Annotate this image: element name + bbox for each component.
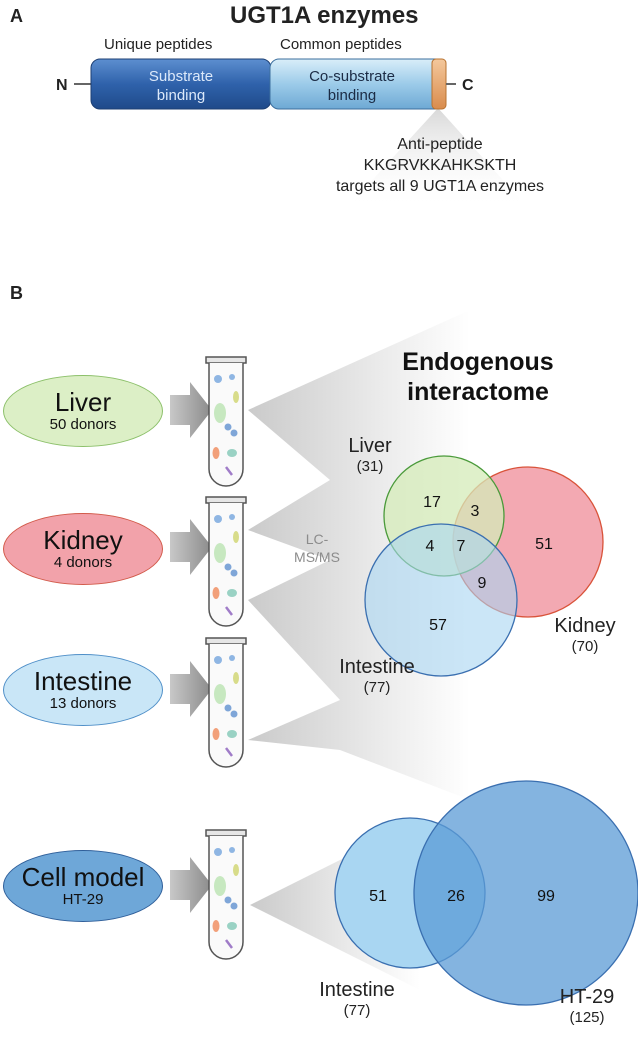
venn-liver-only: 17 — [423, 494, 441, 511]
venn2-intestine-only: 51 — [369, 888, 387, 905]
venn2-overlap: 26 — [447, 888, 465, 905]
venn2-ht29-name: HT-29 — [559, 986, 615, 1008]
arrow-cell-model — [170, 857, 212, 913]
anti-peptide-target: targets all 9 UGT1A enzymes — [335, 178, 545, 195]
substrate-binding-label-2: binding — [157, 87, 205, 104]
venn-intestine-name: Intestine — [339, 656, 415, 678]
ms-beam — [248, 310, 470, 800]
venn-kidney-count: (70) — [571, 638, 599, 655]
venn-intestine-count: (77) — [363, 679, 391, 696]
panel-a-title: UGT1A enzymes — [230, 2, 419, 29]
sample-name-liver: Liver — [54, 387, 112, 417]
sample-detail-cell-model: HT-29 — [62, 891, 104, 908]
sample-oval-cell-model: Cell model HT-29 — [3, 850, 163, 922]
venn2-ht29-label: HT-29 (125) — [542, 986, 632, 1026]
venn2-ht29-count: (125) — [569, 1009, 605, 1026]
interactome-heading-2: interactome — [407, 378, 549, 406]
sample-oval-kidney: Kidney 4 donors — [3, 513, 163, 585]
sample-oval-intestine: Intestine 13 donors — [3, 654, 163, 726]
anti-peptide-note: Anti-peptide KKGRVKKAHKSKTH targets all … — [300, 134, 580, 197]
panel-a-label: A — [10, 6, 23, 26]
tube-cell-model — [205, 829, 247, 960]
interactome-heading-1: Endogenous — [402, 348, 554, 376]
venn-kidney-intestine: 9 — [478, 575, 487, 592]
method-label-2: MS/MS — [294, 549, 340, 565]
sample-name-intestine: Intestine — [33, 666, 133, 696]
cosubstrate-binding-label-1: Co-substrate — [309, 68, 395, 85]
venn-all-three: 7 — [457, 538, 466, 555]
arrow-intestine — [170, 661, 212, 717]
tube-kidney — [205, 496, 247, 627]
venn-liver-count: (31) — [356, 458, 384, 475]
anti-peptide-label: Anti-peptide — [397, 136, 483, 153]
venn-intestine-label: Intestine (77) — [322, 656, 432, 696]
n-terminus-label: N — [56, 77, 68, 94]
venn-intestine-ht29: 51 26 99 — [334, 780, 638, 1006]
tube-intestine — [205, 637, 247, 768]
venn-kidney-name: Kidney — [554, 615, 616, 637]
method-label-1: LC- — [305, 531, 329, 547]
panel-b-label: B — [10, 283, 23, 303]
sample-detail-kidney: 4 donors — [53, 554, 113, 571]
venn-intestine-circle — [364, 523, 518, 677]
venn-three-tissues: 17 3 51 4 7 9 57 — [364, 455, 604, 677]
anti-peptide-sequence: KKGRVKKAHKSKTH — [363, 157, 517, 174]
sample-oval-liver: Liver 50 donors — [3, 375, 163, 447]
protein-domain-diagram: N C Substrate binding Co-substrate bindi… — [56, 58, 530, 210]
venn-intestine-only: 57 — [429, 617, 447, 634]
tube-liver — [205, 356, 247, 487]
unique-peptides-label: Unique peptides — [104, 36, 213, 53]
venn-liver-kidney: 3 — [471, 503, 480, 520]
venn-liver-label: Liver (31) — [325, 435, 415, 475]
venn2-ht29-only: 99 — [537, 888, 555, 905]
venn2-intestine-count: (77) — [343, 1002, 371, 1019]
venn-liver-name: Liver — [348, 435, 392, 457]
method-label: LC- MS/MS — [282, 530, 352, 566]
common-peptides-label: Common peptides — [280, 36, 402, 53]
sample-name-cell-model: Cell model — [21, 862, 145, 892]
sample-name-kidney: Kidney — [43, 525, 123, 555]
venn2-intestine-label: Intestine (77) — [302, 979, 412, 1019]
peptide-callout-shade — [345, 108, 530, 210]
sample-detail-liver: 50 donors — [49, 416, 117, 433]
venn2-ht29-circle — [413, 780, 638, 1006]
interactome-heading: Endogenous interactome — [375, 347, 581, 407]
arrow-kidney — [170, 519, 212, 575]
arrow-liver — [170, 382, 212, 438]
c-terminus-label: C — [462, 77, 474, 94]
venn-liver-intestine: 4 — [426, 538, 435, 555]
sample-detail-intestine: 13 donors — [49, 695, 117, 712]
venn-kidney-only: 51 — [535, 536, 553, 553]
substrate-binding-label-1: Substrate — [149, 68, 213, 85]
venn-kidney-label: Kidney (70) — [540, 615, 630, 655]
venn2-intestine-name: Intestine — [319, 979, 395, 1001]
cosubstrate-binding-label-2: binding — [328, 87, 376, 104]
